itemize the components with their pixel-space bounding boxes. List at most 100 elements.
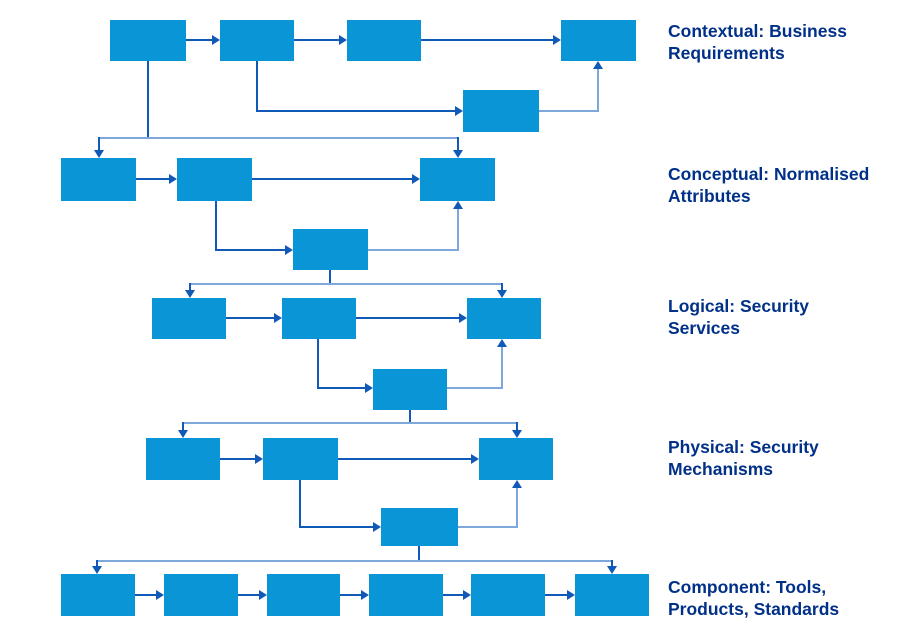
arrowhead-down-icon: [185, 290, 195, 298]
connector-line: [338, 458, 472, 460]
flow-box-physical-offset: [381, 508, 458, 546]
layer-label-component: Component: Tools, Products, Standards: [668, 577, 840, 619]
connector-line: [418, 546, 420, 561]
flow-box-logical-offset: [373, 369, 447, 410]
connector-line: [189, 283, 503, 285]
connector-line: [611, 560, 613, 567]
connector-line: [329, 270, 331, 284]
arrowhead-down-icon: [497, 290, 507, 298]
flow-box-conceptual-2: [177, 158, 252, 201]
flow-box-conceptual-3: [420, 158, 495, 201]
flow-box-physical-2: [263, 438, 338, 480]
connector-line: [96, 560, 98, 567]
flow-box-logical-2: [282, 298, 356, 339]
connector-line: [368, 249, 459, 251]
flow-box-conceptual-1: [61, 158, 136, 201]
connector-line: [215, 249, 286, 251]
arrowhead-up-icon: [512, 480, 522, 488]
connector-line: [409, 410, 411, 423]
connector-line: [421, 39, 553, 41]
connector-line: [501, 283, 503, 291]
connector-line: [238, 594, 260, 596]
arrowhead-down-icon: [178, 430, 188, 438]
connector-line: [182, 422, 184, 431]
connector-line: [501, 347, 503, 388]
connector-line: [299, 480, 301, 527]
arrowhead-right-icon: [365, 383, 373, 393]
connector-line: [597, 69, 599, 110]
arrowhead-down-icon: [512, 430, 522, 438]
connector-line: [96, 560, 613, 562]
arrowhead-down-icon: [607, 566, 617, 574]
flow-box-physical-3: [479, 438, 553, 480]
connector-line: [256, 110, 455, 112]
arrowhead-right-icon: [459, 313, 467, 323]
flow-box-contextual-3: [347, 20, 421, 61]
connector-line: [294, 39, 339, 41]
flow-box-component-2: [164, 574, 238, 616]
connector-line: [252, 178, 413, 180]
flow-box-component-5: [471, 574, 545, 616]
connector-line: [317, 339, 319, 388]
flow-box-physical-1: [146, 438, 220, 480]
connector-line: [215, 201, 217, 250]
flow-box-component-3: [267, 574, 340, 616]
arrowhead-right-icon: [255, 454, 263, 464]
connector-line: [189, 283, 191, 291]
arrowhead-right-icon: [373, 522, 381, 532]
connector-line: [443, 594, 464, 596]
connector-line: [147, 61, 149, 138]
connector-line: [539, 110, 599, 112]
flow-box-logical-1: [152, 298, 226, 339]
connector-line: [299, 526, 374, 528]
flow-box-component-1: [61, 574, 135, 616]
flow-box-component-6: [575, 574, 649, 616]
arrowhead-right-icon: [156, 590, 164, 600]
arrowhead-down-icon: [92, 566, 102, 574]
arrowhead-right-icon: [412, 174, 420, 184]
connector-line: [317, 387, 366, 389]
arrowhead-right-icon: [455, 106, 463, 116]
connector-line: [136, 178, 170, 180]
layer-label-conceptual: Conceptual: Normalised Attributes: [668, 164, 870, 206]
flow-box-component-4: [369, 574, 443, 616]
connector-line: [226, 317, 275, 319]
arrowhead-down-icon: [94, 150, 104, 158]
connector-line: [186, 39, 212, 41]
flow-box-logical-3: [467, 298, 541, 339]
connector-line: [98, 137, 100, 150]
arrowhead-right-icon: [212, 35, 220, 45]
arrowhead-down-icon: [453, 150, 463, 158]
arrowhead-right-icon: [274, 313, 282, 323]
arrowhead-right-icon: [285, 245, 293, 255]
flow-box-contextual-4: [561, 20, 636, 61]
connector-line: [458, 526, 518, 528]
connector-line: [516, 487, 518, 527]
arrowhead-right-icon: [169, 174, 177, 184]
connector-line: [457, 209, 459, 250]
connector-line: [256, 61, 258, 111]
flow-box-contextual-1: [110, 20, 186, 61]
connector-line: [340, 594, 362, 596]
connector-line: [516, 422, 518, 431]
connector-line: [545, 594, 568, 596]
flow-box-contextual-offset: [463, 90, 539, 132]
connector-line: [356, 317, 460, 319]
layer-label-physical: Physical: Security Mechanisms: [668, 437, 819, 479]
flow-box-contextual-2: [220, 20, 294, 61]
arrowhead-right-icon: [471, 454, 479, 464]
arrowhead-up-icon: [453, 201, 463, 209]
arrowhead-up-icon: [593, 61, 603, 69]
connector-line: [457, 137, 459, 150]
connector-line: [447, 387, 503, 389]
layer-label-contextual: Contextual: Business Requirements: [668, 21, 847, 63]
arrowhead-right-icon: [259, 590, 267, 600]
connector-line: [220, 458, 256, 460]
arrowhead-up-icon: [497, 339, 507, 347]
arrowhead-right-icon: [463, 590, 471, 600]
connector-line: [98, 137, 459, 139]
flow-box-conceptual-offset: [293, 229, 368, 270]
connector-line: [135, 594, 157, 596]
arrowhead-right-icon: [567, 590, 575, 600]
